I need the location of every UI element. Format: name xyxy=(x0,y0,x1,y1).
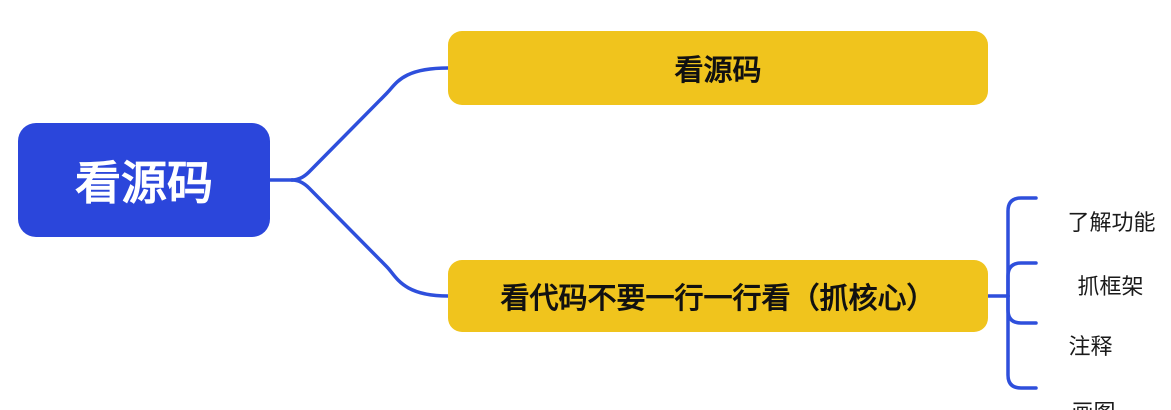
branch-node-1-label: 看源码 xyxy=(674,55,762,87)
leaf-node-3-label: 注释 xyxy=(1068,334,1113,359)
leaf-node-4-label: 画图 xyxy=(1071,400,1115,410)
leaf-node-4[interactable]: 画图 xyxy=(1047,377,1115,410)
connector-child-2-to-leaf-4 xyxy=(1006,294,1038,390)
connector-root-to-child-1 xyxy=(290,66,450,182)
root-node[interactable]: 看源码 xyxy=(18,123,270,237)
root-node-label: 看源码 xyxy=(75,157,213,209)
leaf-node-2[interactable]: 抓框架 xyxy=(1053,251,1143,323)
connector-root-to-child-2 xyxy=(290,178,450,298)
leaf-node-3[interactable]: 注释 xyxy=(1044,311,1112,383)
branch-node-1[interactable]: 看源码 xyxy=(448,31,988,105)
leaf-node-1-label: 了解功能 xyxy=(1067,210,1156,235)
connector-child-2-to-leaf-1 xyxy=(1006,196,1038,298)
branch-node-2-label: 看代码不要一行一行看（抓核心） xyxy=(500,283,936,315)
branch-node-2[interactable]: 看代码不要一行一行看（抓核心） xyxy=(448,260,988,332)
leaf-node-1[interactable]: 了解功能 xyxy=(1043,187,1155,259)
connector-child-2-to-leaf-2 xyxy=(1006,261,1038,298)
connector-child-2-to-leaf-3 xyxy=(1006,294,1038,325)
leaf-node-2-label: 抓框架 xyxy=(1077,274,1144,299)
